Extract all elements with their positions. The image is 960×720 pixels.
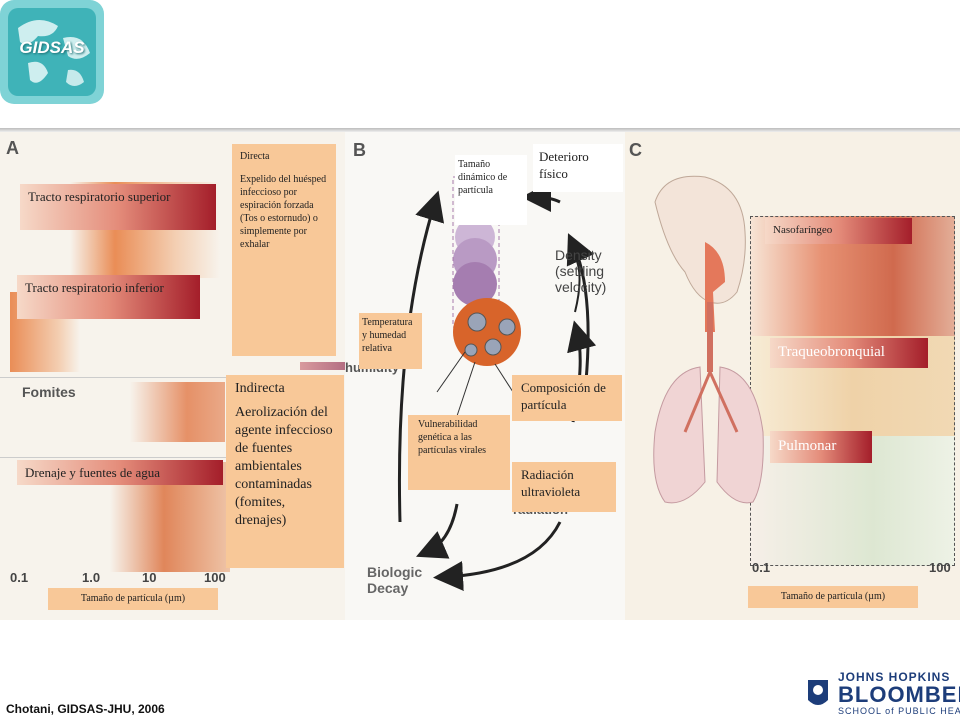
drainage-label: Drenaje y fuentes de agua: [17, 460, 223, 485]
tracheobronchial-label: Traqueobronquial: [770, 338, 928, 368]
dynamic-size-box: Tamaño dinámico de partícula: [455, 155, 527, 225]
seal-icon: [806, 676, 830, 712]
tick-label: 10: [142, 570, 157, 585]
temperature-box: Temperatura y humedad relativa: [359, 313, 422, 369]
density-label: Density (settling velocity): [555, 247, 607, 295]
tick-label: 100: [929, 560, 951, 575]
tick-label: 100: [204, 570, 226, 585]
tick-label: 0.1: [10, 570, 29, 585]
panel-a-letter: A: [6, 138, 19, 158]
direct-body: Expelido del huésped infeccioso por espi…: [240, 174, 327, 250]
divider: [0, 128, 960, 132]
institution-logo: JOHNS HOPKINS BLOOMBERG SCHOOL of PUBLIC…: [838, 670, 960, 716]
deterioration-box: Deterioro físico: [533, 144, 623, 192]
particle-size-axis-label: Tamaño de partícula (µm): [48, 588, 218, 610]
vulnerability-box: Vulnerabilidad genética a las partículas…: [408, 415, 510, 490]
institution-line1: JOHNS HOPKINS: [838, 670, 951, 684]
pulmonary-label: Pulmonar: [770, 431, 872, 463]
fomites-label: Fomites: [22, 384, 76, 400]
panel-c: C 0.1 100: [625, 132, 960, 620]
tick-label: 1.0: [82, 570, 101, 585]
institution-line2: BLOOMBERG: [838, 682, 960, 707]
indirect-box: Indirecta Aerolización del agente infecc…: [226, 375, 344, 568]
lower-tract-label: Tracto respiratorio inferior: [17, 275, 200, 319]
citation: Chotani, GIDSAS-JHU, 2006: [6, 702, 165, 716]
direct-box: Directa Expelido del huésped infeccioso …: [232, 144, 336, 356]
biologic-decay-label: Biologic Decay: [367, 564, 423, 596]
particle-size-axis-label-c: Tamaño de partícula (µm): [748, 586, 918, 608]
tick-label: 0.1: [752, 560, 771, 575]
logo-text: GIDSAS: [19, 38, 85, 57]
radiation-box: Radiación ultravioleta: [512, 462, 616, 512]
composition-box: Composición de partícula: [512, 375, 622, 421]
globe-icon: [8, 8, 96, 96]
direct-title: Directa: [240, 151, 270, 162]
indirect-body: Aerolización del agente infeccioso de fu…: [235, 405, 333, 528]
gidsas-logo: GIDSAS: [0, 0, 104, 104]
panel-b-letter: B: [353, 140, 366, 160]
institution-line3: SCHOOL of PUBLIC HEALTH: [838, 706, 960, 716]
panel-c-letter: C: [629, 140, 642, 160]
nasopharyngeal-label: Nasofaríngeo: [765, 218, 912, 244]
arrow-icon: [300, 362, 350, 370]
indirect-title: Indirecta: [235, 381, 285, 396]
upper-tract-label: Tracto respiratorio superior: [20, 184, 216, 230]
